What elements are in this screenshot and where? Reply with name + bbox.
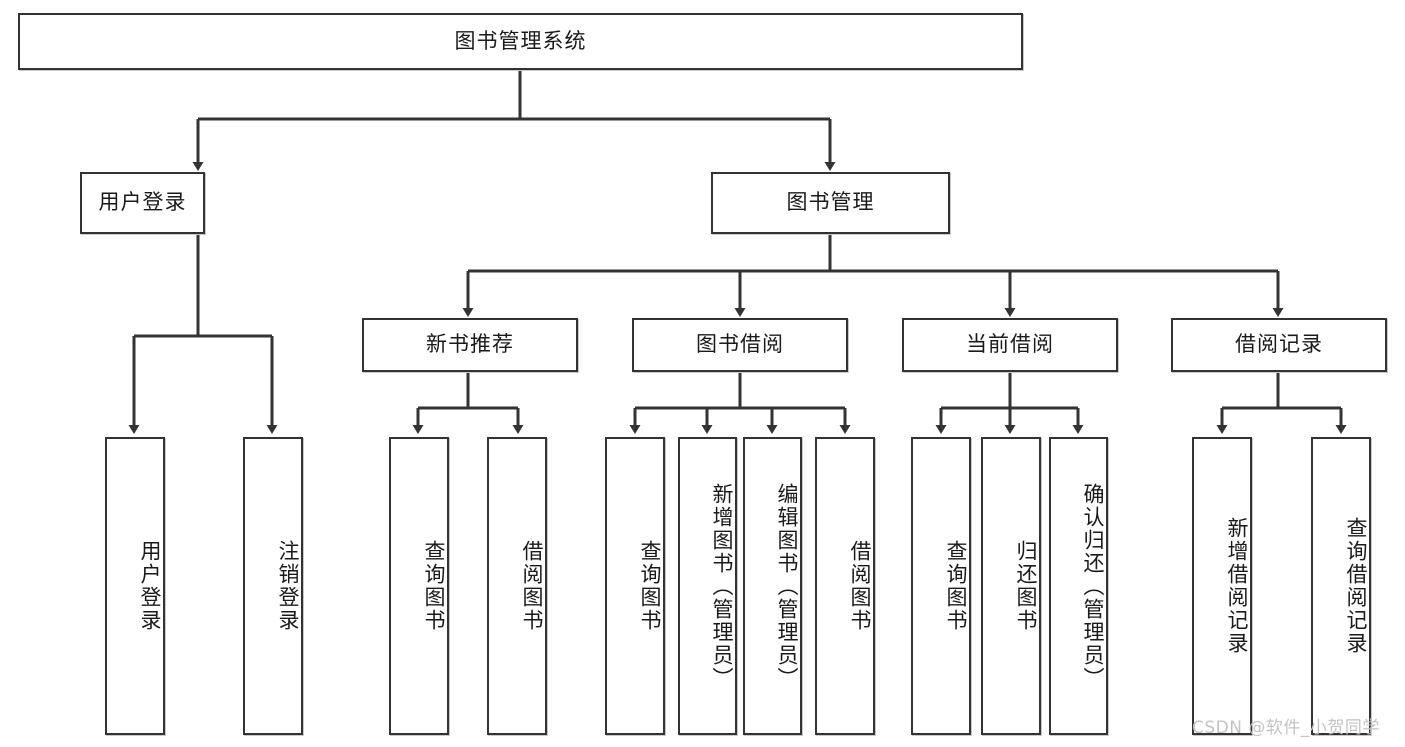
node-borrow-record[interactable]: 借阅记录 xyxy=(1171,318,1387,372)
node-leaf-borrow-book-2[interactable]: 借阅图书 xyxy=(815,437,875,735)
node-book-borrow-label: 图书借阅 xyxy=(696,332,784,357)
node-leaf-edit-book-admin-label: 编辑图书（管理员） xyxy=(775,482,799,690)
node-leaf-edit-book-admin[interactable]: 编辑图书（管理员） xyxy=(743,437,802,735)
node-leaf-borrow-book-1-label: 借阅图书 xyxy=(520,540,544,632)
node-leaf-query-borrow-record-label: 查询借阅记录 xyxy=(1344,517,1368,655)
node-current-borrow[interactable]: 当前借阅 xyxy=(902,318,1118,372)
node-current-borrow-label: 当前借阅 xyxy=(966,332,1054,357)
node-leaf-query-book-2-label: 查询图书 xyxy=(638,540,662,632)
node-leaf-user-login[interactable]: 用户登录 xyxy=(105,437,165,735)
node-leaf-query-book-3-label: 查询图书 xyxy=(944,540,968,632)
node-leaf-logout-login[interactable]: 注销登录 xyxy=(243,437,303,735)
node-leaf-borrow-book-1[interactable]: 借阅图书 xyxy=(487,437,547,735)
node-leaf-query-book-1[interactable]: 查询图书 xyxy=(389,437,449,735)
node-root[interactable]: 图书管理系统 xyxy=(18,13,1023,70)
node-root-label: 图书管理系统 xyxy=(454,28,587,53)
node-leaf-return-book[interactable]: 归还图书 xyxy=(981,437,1041,735)
node-new-book-recommend-label: 新书推荐 xyxy=(426,332,514,357)
node-book-manage[interactable]: 图书管理 xyxy=(711,172,950,234)
node-new-book-recommend[interactable]: 新书推荐 xyxy=(362,318,578,372)
node-leaf-add-borrow-record[interactable]: 新增借阅记录 xyxy=(1192,437,1252,735)
node-leaf-confirm-return-admin-label: 确认归还（管理员） xyxy=(1081,482,1105,690)
node-leaf-query-book-2[interactable]: 查询图书 xyxy=(605,437,665,735)
node-book-borrow[interactable]: 图书借阅 xyxy=(632,318,848,372)
node-leaf-confirm-return-admin[interactable]: 确认归还（管理员） xyxy=(1049,437,1108,735)
node-book-manage-label: 图书管理 xyxy=(786,190,875,215)
node-leaf-add-book-admin[interactable]: 新增图书（管理员） xyxy=(678,437,737,735)
node-leaf-query-book-3[interactable]: 查询图书 xyxy=(911,437,971,735)
node-leaf-add-borrow-record-label: 新增借阅记录 xyxy=(1225,517,1249,655)
watermark: CSDN @软件_小贺同学 xyxy=(1192,718,1380,738)
node-leaf-query-book-1-label: 查询图书 xyxy=(422,540,446,632)
node-leaf-borrow-book-2-label: 借阅图书 xyxy=(848,540,872,632)
node-leaf-add-book-admin-label: 新增图书（管理员） xyxy=(710,482,734,690)
node-leaf-logout-login-label: 注销登录 xyxy=(276,540,300,632)
node-leaf-return-book-label: 归还图书 xyxy=(1014,540,1038,632)
node-user-login[interactable]: 用户登录 xyxy=(80,172,205,234)
node-leaf-query-borrow-record[interactable]: 查询借阅记录 xyxy=(1311,437,1371,735)
node-borrow-record-label: 借阅记录 xyxy=(1235,332,1323,357)
node-user-login-label: 用户登录 xyxy=(98,190,187,215)
node-leaf-user-login-label: 用户登录 xyxy=(138,540,162,632)
